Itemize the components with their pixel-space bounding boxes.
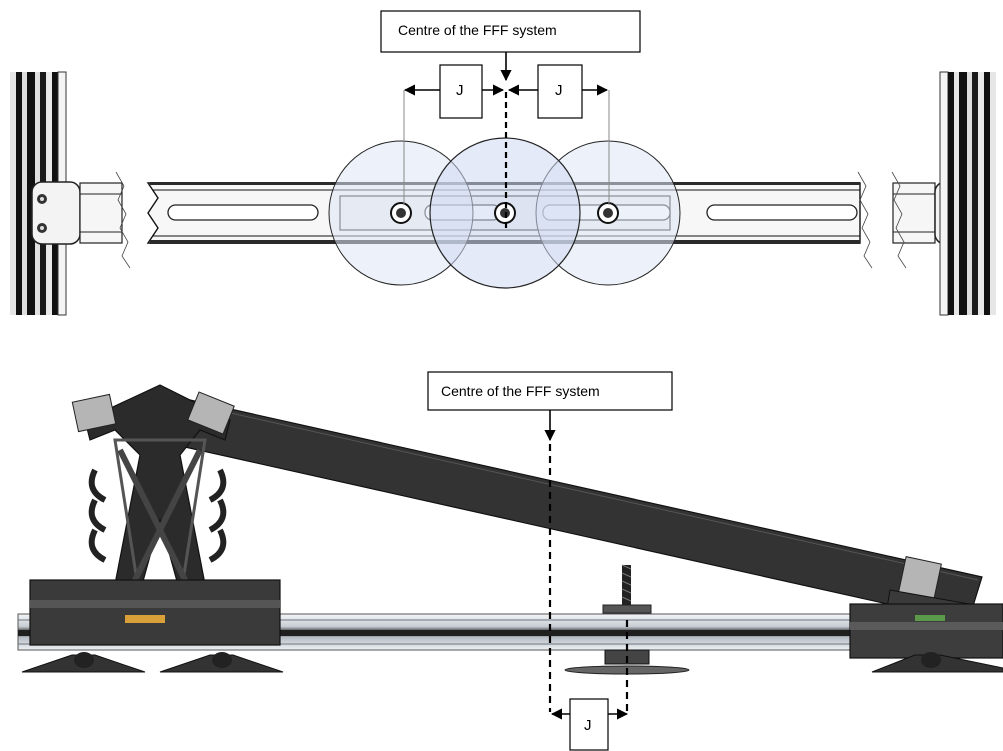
top-view: Centre of the FFF system J J <box>10 10 996 316</box>
centre-label-box-side <box>427 371 673 411</box>
dim-box-right <box>537 64 583 119</box>
inclined-panel <box>175 399 983 623</box>
centre-label-box-top <box>380 10 641 53</box>
dim-label-side: J <box>584 717 592 734</box>
right-rail-stub <box>857 171 936 269</box>
dim-box-left <box>439 64 483 119</box>
right-post <box>939 71 996 316</box>
left-support-frame <box>21 384 284 673</box>
dim-label-left: J <box>456 82 464 99</box>
right-support-frame <box>849 556 1003 673</box>
left-end-clamp <box>31 181 81 245</box>
dim-box-side <box>569 698 609 751</box>
dim-label-right: J <box>555 82 563 99</box>
left-rail-stub <box>79 171 131 269</box>
centre-label-top: Centre of the FFF system <box>398 22 557 38</box>
centre-label-side: Centre of the FFF system <box>441 383 600 399</box>
side-view: Centre of the FFF system J <box>17 371 1003 751</box>
